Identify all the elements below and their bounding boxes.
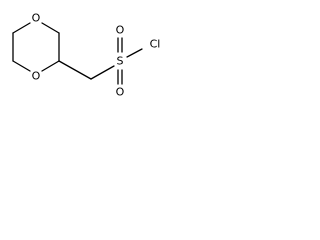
bond-ring-ch2 — [58, 60, 92, 80]
bond-ring-c5-c6 — [41, 60, 60, 72]
sulfonyl-oxygen-bottom-label: O — [116, 86, 125, 99]
ring-oxygen-top-label: O — [32, 12, 41, 25]
bond-ring-c6-o1 — [12, 60, 31, 72]
sulfur-label: S — [117, 55, 124, 68]
sulfonyl-oxygen-top-label: O — [116, 24, 125, 37]
bond-ring-c4-o3 — [12, 22, 31, 34]
dioxane-ring — [12, 22, 60, 72]
ring-oxygen-bottom-label: O — [32, 70, 41, 83]
chlorine-label: Cl — [150, 38, 161, 51]
bond-ch2-s — [90, 65, 115, 80]
structure-diagram: O O S O O Cl — [12, 12, 161, 99]
bond-s-cl — [126, 48, 143, 58]
bond-ring-o3-c2 — [41, 22, 60, 34]
